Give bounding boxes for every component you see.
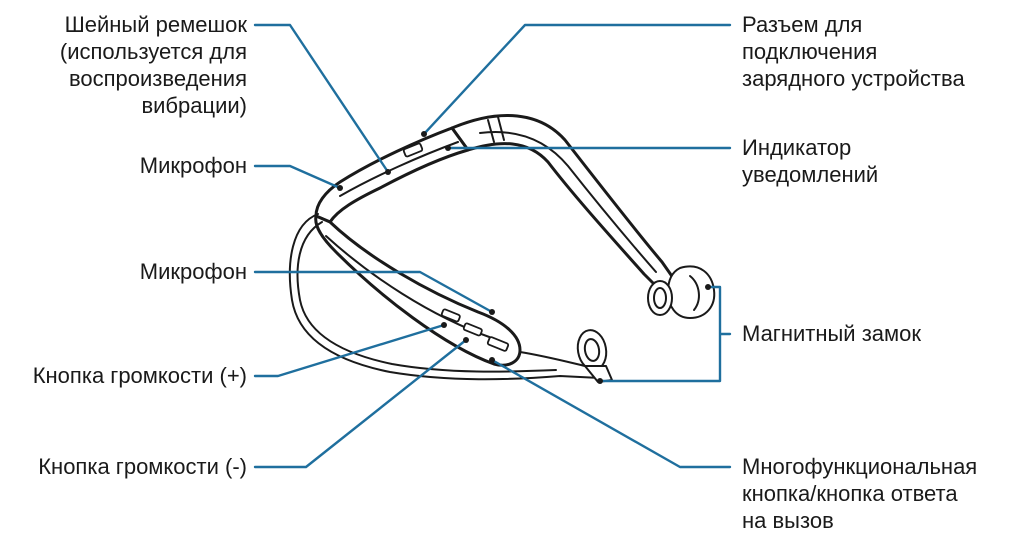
neckband-upper-body [314,126,470,224]
label-neckband-line-1: Шейный ремешок [64,12,247,37]
label-mic-bottom: Микрофон [140,258,247,285]
volume-up-key [440,308,461,323]
dot-mic-bottom [489,309,495,315]
leader-lines [253,23,732,469]
label-notification-led-line-2: уведомлений [742,162,879,187]
leader-magnetic-lock [598,285,732,383]
dot-charger-port [421,131,427,137]
dot-volume-up [441,322,447,328]
label-magnetic-lock: Магнитный замок [742,320,921,347]
label-volume-up: Кнопка громкости (+) [33,362,247,389]
label-charger-port-line-1: Разъем для [742,12,863,37]
upper-earbud [647,265,716,319]
label-notification-led-line-1: Индикатор [742,135,852,160]
dot-multifunction [489,357,495,363]
label-neckband-line-4: вибрации) [141,93,247,118]
label-charger-port-line-3: зарядного устройства [742,66,965,91]
label-multifunction-line-2: кнопка/кнопка ответа [742,481,958,506]
label-neckband-line-2: (используется для [59,39,247,64]
charger-port [402,142,424,158]
label-multifunction-line-3: на вызов [742,508,834,533]
leader-multifunction [490,358,732,469]
lower-earbud-cable [519,351,586,367]
label-multifunction-line-1: Многофункциональная [742,454,978,479]
dot-volume-down [463,337,469,343]
headset-drawing [288,114,716,383]
label-volume-down: Кнопка громкости (-) [38,453,247,480]
label-multifunction: Многофункциональная кнопка/кнопка ответа… [742,453,977,534]
label-charger-port-line-2: подключения [742,39,878,64]
leader-charger-port [422,23,732,136]
label-mic-top: Микрофон [140,152,247,179]
leader-volume-up [253,323,446,378]
dot-neckband [385,169,391,175]
neckband-hinge [487,116,505,143]
label-mic-top-line-1: Микрофон [139,153,247,178]
dot-notification-led [445,145,451,151]
label-neckband: Шейный ремешок (используется для воспрои… [60,11,247,119]
leader-neckband [253,23,390,174]
multifunction-key [486,336,510,352]
label-volume-up-line-1: Кнопка громкости (+) [32,363,247,388]
label-mic-bottom-line-1: Микрофон [139,259,247,284]
lower-earbud [576,329,613,383]
neckband-upper-seam [339,141,459,197]
label-neckband-line-3: воспроизведения [68,66,247,91]
label-notification-led: Индикатор уведомлений [742,134,878,188]
volume-down-key [462,322,483,337]
label-charger-port: Разъем для подключения зарядного устройс… [742,11,965,92]
leader-volume-down [253,338,468,469]
label-magnetic-lock-line-1: Магнитный замок [742,321,922,346]
leader-mic-bottom [253,270,494,314]
dot-mic-top [337,185,343,191]
dot-magnetic-lock-lower [597,378,603,384]
dot-magnetic-lock-upper [705,284,711,290]
label-volume-down-line-1: Кнопка громкости (-) [38,454,247,479]
leader-mic-top [253,164,342,190]
neckband-right-arm [450,114,678,296]
callout-dots [337,131,711,384]
neckband-right-arm-ridge [479,131,657,273]
left-cable-inner [296,221,557,373]
